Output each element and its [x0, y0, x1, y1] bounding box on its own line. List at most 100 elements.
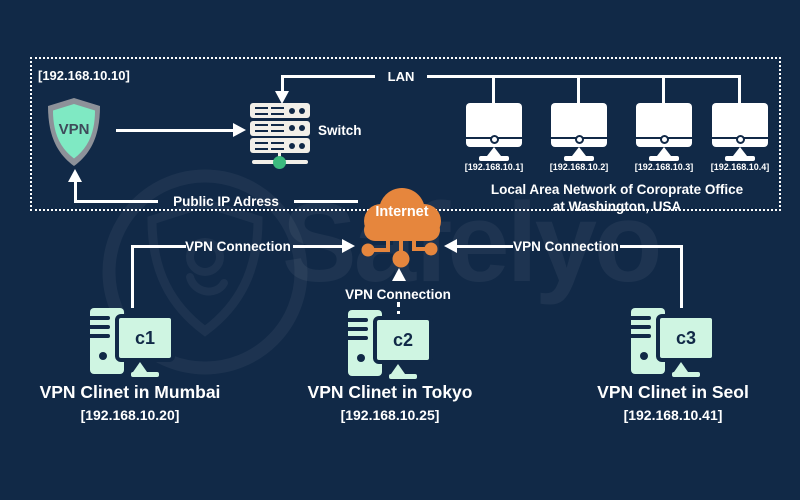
lan-drop-3	[662, 75, 665, 103]
connector-shield-to-switch	[116, 129, 234, 132]
client-monitor-icon: c3	[656, 314, 716, 362]
switch-port-dot	[299, 107, 305, 114]
client-c3-label: VPN Clinet in Seol [192.168.10.41]	[553, 382, 793, 423]
vpn-middle-dashed-line	[397, 302, 400, 314]
client-name: VPN Clinet in Tokyo	[307, 382, 473, 402]
switch-port-dot	[289, 125, 295, 131]
monitor-icon	[466, 103, 522, 147]
arrowhead-to-switch-icon	[233, 123, 246, 137]
client-monitor-stand	[133, 362, 147, 372]
monitor-camera-dot	[574, 135, 584, 144]
switch-grill-icon	[255, 106, 268, 115]
arrowhead-to-internet-bottom-icon	[392, 268, 406, 281]
client-id: c1	[134, 327, 156, 348]
monitor-icon	[551, 103, 607, 147]
tower-vent-bar	[348, 327, 368, 331]
internet-label: Internet	[375, 204, 429, 220]
client-monitor-icon: c2	[373, 316, 433, 364]
monitor-base	[649, 156, 679, 161]
arrowhead-to-switch-top-icon	[275, 91, 289, 104]
vpn-shield-icon: VPN	[48, 98, 100, 166]
switch-grill-icon	[271, 141, 284, 150]
monitor-base	[725, 156, 755, 161]
client-id: c2	[392, 329, 414, 350]
arrowhead-to-shield-icon	[68, 169, 82, 182]
client-c1-icon: c1	[90, 304, 180, 380]
client-ip: [192.168.10.20]	[80, 407, 180, 423]
client-monitor-base	[389, 374, 417, 379]
public-ip-line-left	[74, 200, 158, 203]
switch-icon	[250, 103, 310, 156]
switch-grill-icon	[271, 106, 284, 115]
client-ip: [192.168.10.41]	[623, 407, 723, 423]
switch-grill-icon	[255, 141, 268, 150]
switch-unit	[250, 138, 310, 153]
monitor-base	[479, 156, 509, 161]
monitor-stand	[487, 147, 501, 156]
monitor-camera-dot	[735, 135, 745, 144]
workstation-1: [192.168.10.1]	[465, 103, 523, 172]
client-ip: [192.168.10.25]	[340, 407, 440, 423]
tower-vent-bar	[90, 325, 110, 329]
client-c2-label: VPN Clinet in Tokyo [192.168.10.25]	[270, 382, 510, 423]
switch-port-dot	[289, 107, 295, 114]
internet-cloud-icon	[361, 188, 441, 268]
workstation-4: [192.168.10.4]	[711, 103, 769, 172]
lan-caption: Local Area Network of Coroprate Office a…	[467, 181, 767, 215]
lan-drop-2	[577, 75, 580, 103]
vpn-right-riser	[680, 245, 683, 308]
public-ip-line-right	[294, 200, 358, 203]
client-id: c3	[675, 327, 697, 348]
workstation-ip-label: [192.168.10.2]	[549, 162, 609, 172]
client-monitor-stand	[674, 362, 688, 372]
tower-power-dot	[357, 354, 365, 362]
vpn-connection-left-label: VPN Connection	[185, 239, 291, 254]
client-monitor-base	[672, 372, 700, 377]
vpn-connection-right-label: VPN Connection	[513, 239, 619, 254]
workstation-ip-label: [192.168.10.1]	[464, 162, 524, 172]
vpn-shield-label: VPN	[59, 121, 90, 138]
vpn-right-line-2	[620, 245, 682, 248]
client-monitor-base	[131, 372, 159, 377]
watermark-logo-icon	[102, 169, 308, 375]
switch-port-dot	[299, 125, 305, 131]
lan-label: LAN	[387, 69, 415, 84]
gateway-ip-label: [192.168.10.10]	[38, 68, 130, 83]
monitor-icon	[712, 103, 768, 147]
vpn-left-riser	[131, 245, 134, 308]
workstation-ip-label: [192.168.10.3]	[634, 162, 694, 172]
vpn-left-line-2	[293, 245, 342, 248]
switch-port-dot	[299, 142, 305, 149]
client-c2-icon: c2	[348, 306, 438, 382]
switch-grill-icon	[271, 124, 284, 132]
tower-power-dot	[640, 352, 648, 360]
lan-caption-line1: Local Area Network of Coroprate Office	[490, 182, 744, 197]
tower-vent-bar	[90, 316, 110, 320]
vpn-connection-middle-label: VPN Connection	[345, 287, 451, 302]
tower-vent-bar	[631, 325, 651, 329]
monitor-icon	[636, 103, 692, 147]
tower-vent-bar	[348, 336, 368, 340]
workstation-3: [192.168.10.3]	[635, 103, 693, 172]
monitor-base	[564, 156, 594, 161]
monitor-stand	[733, 147, 747, 156]
client-name: VPN Clinet in Seol	[597, 382, 749, 402]
workstation-2: [192.168.10.2]	[550, 103, 608, 172]
workstation-ip-label: [192.168.10.4]	[710, 162, 770, 172]
vpn-right-line-1	[457, 245, 513, 248]
switch-label: Switch	[318, 123, 362, 138]
monitor-camera-dot	[489, 135, 499, 144]
public-ip-label: Public IP Adress	[173, 194, 279, 209]
lan-caption-line2: at Washington, USA	[552, 199, 682, 214]
vpn-left-line-1	[131, 245, 186, 248]
client-monitor-stand	[391, 364, 405, 374]
monitor-stand	[572, 147, 586, 156]
client-name: VPN Clinet in Mumbai	[39, 382, 221, 402]
client-c1-label: VPN Clinet in Mumbai [192.168.10.20]	[10, 382, 250, 423]
lan-bus-right	[427, 75, 740, 78]
tower-vent-bar	[631, 316, 651, 320]
switch-led-dot	[273, 156, 286, 169]
switch-unit	[250, 103, 310, 118]
monitor-stand	[657, 147, 671, 156]
switch-unit	[250, 120, 310, 136]
